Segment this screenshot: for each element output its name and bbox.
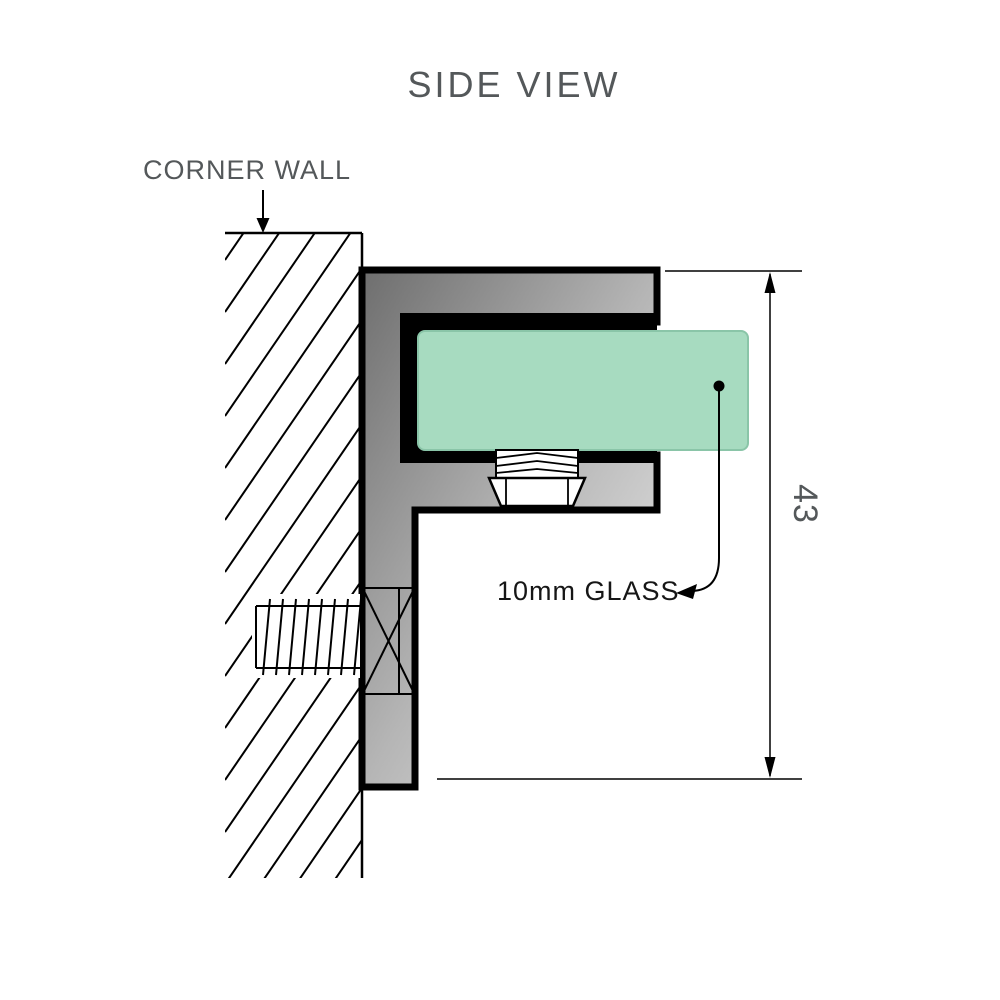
dimension-label: 43 (786, 484, 824, 524)
glass-callout-label: 10mm GLASS (497, 576, 680, 606)
dimension-arrow-top (764, 272, 776, 293)
dimension-group: 43 (665, 270, 824, 778)
screw-head (362, 587, 415, 695)
corner-wall-arrow (256, 190, 270, 233)
page-title: SIDE VIEW (407, 64, 620, 105)
corner-wall-label: CORNER WALL (143, 155, 351, 185)
glass-leader-line (691, 386, 720, 592)
glass-leader-arrow (676, 584, 697, 599)
dimension-arrow-bottom (764, 757, 776, 778)
grub-screw (487, 449, 587, 508)
glass-panel (417, 330, 749, 451)
wall-screw (252, 594, 362, 678)
wall-hatching (225, 233, 362, 878)
